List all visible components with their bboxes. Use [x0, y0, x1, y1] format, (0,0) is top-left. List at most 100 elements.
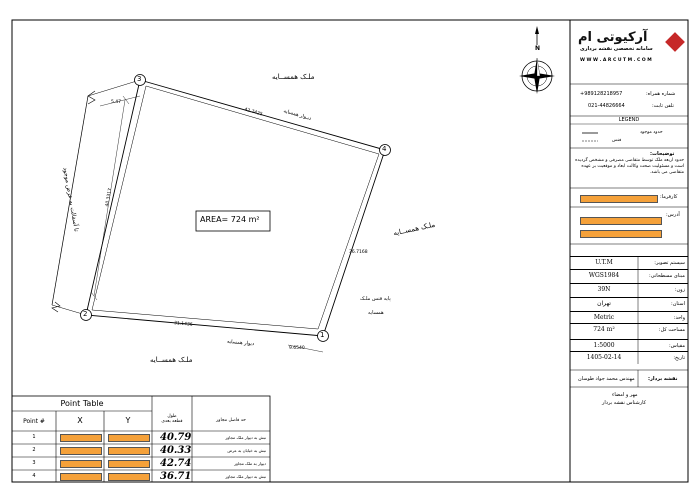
- point-4-marker: [379, 144, 391, 156]
- address-value-redacted-1: [580, 217, 662, 225]
- road-line: [51, 95, 89, 306]
- th-length: طول قطعه بعدی: [161, 414, 183, 424]
- cell-adjacent: دیوار به ملک مجاور: [234, 461, 266, 466]
- spec-value: 39N: [597, 286, 611, 293]
- offset-dim-top: [99, 95, 141, 107]
- fence-pillar-label-1: پایه فنس ملـک: [360, 296, 391, 302]
- cell-adjacent: نبش به دیوار ملک مجاور: [225, 435, 266, 440]
- spec-label: مقیاس:: [668, 343, 685, 349]
- cell-adjacent: نبش به خیابان به عرض: [227, 448, 266, 453]
- address-label: آدرس:: [666, 212, 680, 218]
- mobile-value: +989128218957: [580, 91, 623, 97]
- cell-length: 36.71: [160, 471, 192, 482]
- notes-title: توضیحات:: [650, 151, 675, 157]
- spec-row: مساحت کل: 724 m²: [570, 323, 688, 336]
- point-3-label: 3: [137, 75, 142, 83]
- cell-y-redacted: [108, 447, 150, 455]
- surveyor-label: نقشه بردار:: [648, 376, 678, 382]
- logo-mark-icon: [665, 32, 685, 52]
- cell-point: 1: [32, 434, 36, 440]
- point-4-label: 4: [382, 145, 387, 153]
- north-compass-icon: [519, 26, 555, 94]
- mobile-label: شماره همراه:: [646, 91, 676, 97]
- spec-label: زون:: [674, 287, 685, 293]
- cell-x-redacted: [60, 460, 102, 468]
- cell-x-redacted: [60, 473, 102, 481]
- point-2-label: 2: [83, 310, 88, 318]
- cell-adjacent: نبش به دیوار ملک مجاور: [225, 474, 266, 479]
- spec-row: مقیاس: 1:5000: [570, 339, 688, 352]
- th-point: Point #: [23, 418, 45, 425]
- fence-pillar-label-2: همسایه: [368, 310, 384, 316]
- area-box: [195, 210, 271, 232]
- point-3-marker: [134, 74, 146, 86]
- spec-row: استان:تهران: [570, 297, 688, 310]
- cell-length: 40.79: [160, 432, 192, 443]
- phone-label: تلفن ثابت:: [652, 103, 674, 109]
- cell-x-redacted: [60, 447, 102, 455]
- cell-length: 40.33: [160, 445, 192, 456]
- point-table-grid: [11, 395, 271, 483]
- dim-offset-bottom: 9.6540: [289, 346, 305, 351]
- spec-row: تاریخ: 1405-02-14: [570, 351, 688, 364]
- area-label: AREA= 724 m²: [200, 215, 260, 224]
- spec-value: 1:5000: [593, 342, 615, 349]
- spec-value: 724 m²: [593, 326, 615, 333]
- dim-offset-top: 5.47: [111, 100, 122, 105]
- spec-label: مبنای مسطحاتی:: [649, 273, 685, 279]
- neighbor-top: ملـک همســایه: [272, 73, 315, 81]
- spec-value: Metric: [593, 314, 615, 321]
- left-dim-tick-2: [90, 291, 98, 301]
- stamp-sub: کارشناس نقشه بردار: [602, 400, 647, 406]
- point-2-marker: [80, 309, 92, 321]
- parcel-outline: [85, 79, 386, 337]
- spec-row: سیستم تصویر: U.T.M: [570, 256, 688, 269]
- dim-right: 36.7168: [349, 250, 368, 255]
- legend-fence: فنس: [612, 138, 622, 143]
- logo-url: W W W . A R C U T M . C O M: [580, 58, 652, 63]
- phone-value: 021-44826664: [588, 103, 625, 109]
- logo-brand: آرکیوتی ام: [578, 30, 648, 45]
- legend-title: LEGEND: [618, 117, 640, 123]
- spec-row: مبنای مسطحاتی: WGS1984: [570, 269, 688, 282]
- point-1-marker: [317, 330, 329, 342]
- break-symbol-bottom: [51, 301, 61, 313]
- spec-value: تهران: [597, 300, 611, 307]
- offset-line-bottom: [51, 304, 87, 316]
- cell-y-redacted: [108, 434, 150, 442]
- cell-point: 3: [32, 460, 36, 466]
- neighbor-bottom: ملـک همســایه: [150, 356, 193, 364]
- cell-length: 42.74: [160, 458, 192, 469]
- cell-point: 4: [32, 473, 36, 479]
- point-1-label: 1: [320, 331, 325, 339]
- left-dim-line: [93, 99, 126, 297]
- spec-value: 1405-02-14: [586, 354, 622, 361]
- logo-tagline: سامانه تخصصی نقشه برداری: [580, 46, 653, 52]
- spec-label: مساحت کل:: [658, 327, 685, 333]
- th-adjacent: حد فاصل مجاور: [216, 418, 246, 423]
- cell-y-redacted: [108, 460, 150, 468]
- employer-label: کارفرما:: [660, 194, 678, 200]
- parcel-outline-inner: [91, 85, 380, 330]
- spec-row: واحد: Metric: [570, 311, 688, 324]
- spec-label: واحد:: [673, 315, 685, 321]
- stamp-label: مهر و امضاء: [612, 392, 638, 398]
- spec-value: WGS1984: [588, 272, 620, 279]
- cell-x-redacted: [60, 434, 102, 442]
- legend-existing-boundary: حدود موجود: [640, 130, 663, 135]
- spec-label: سیستم تصویر:: [654, 260, 685, 266]
- spec-label: تاریخ:: [673, 355, 685, 361]
- logo: آرکیوتی ام سامانه تخصصی نقشه برداری: [574, 30, 686, 54]
- offset-line-top: [87, 79, 141, 97]
- left-dim-tick-1: [122, 95, 130, 105]
- employer-value-redacted: [580, 195, 658, 203]
- notes-text: حدود اربعه ملک توسط متقاضی مصرفی و مشخص …: [575, 158, 684, 175]
- th-x: X: [77, 416, 83, 425]
- spec-value: U.T.M: [595, 259, 613, 266]
- cell-point: 2: [32, 447, 36, 453]
- surveyor-name: مهندس محمد جواد طوسان: [578, 376, 635, 382]
- point-table-title: Point Table: [60, 399, 104, 408]
- outer-border: [11, 19, 689, 483]
